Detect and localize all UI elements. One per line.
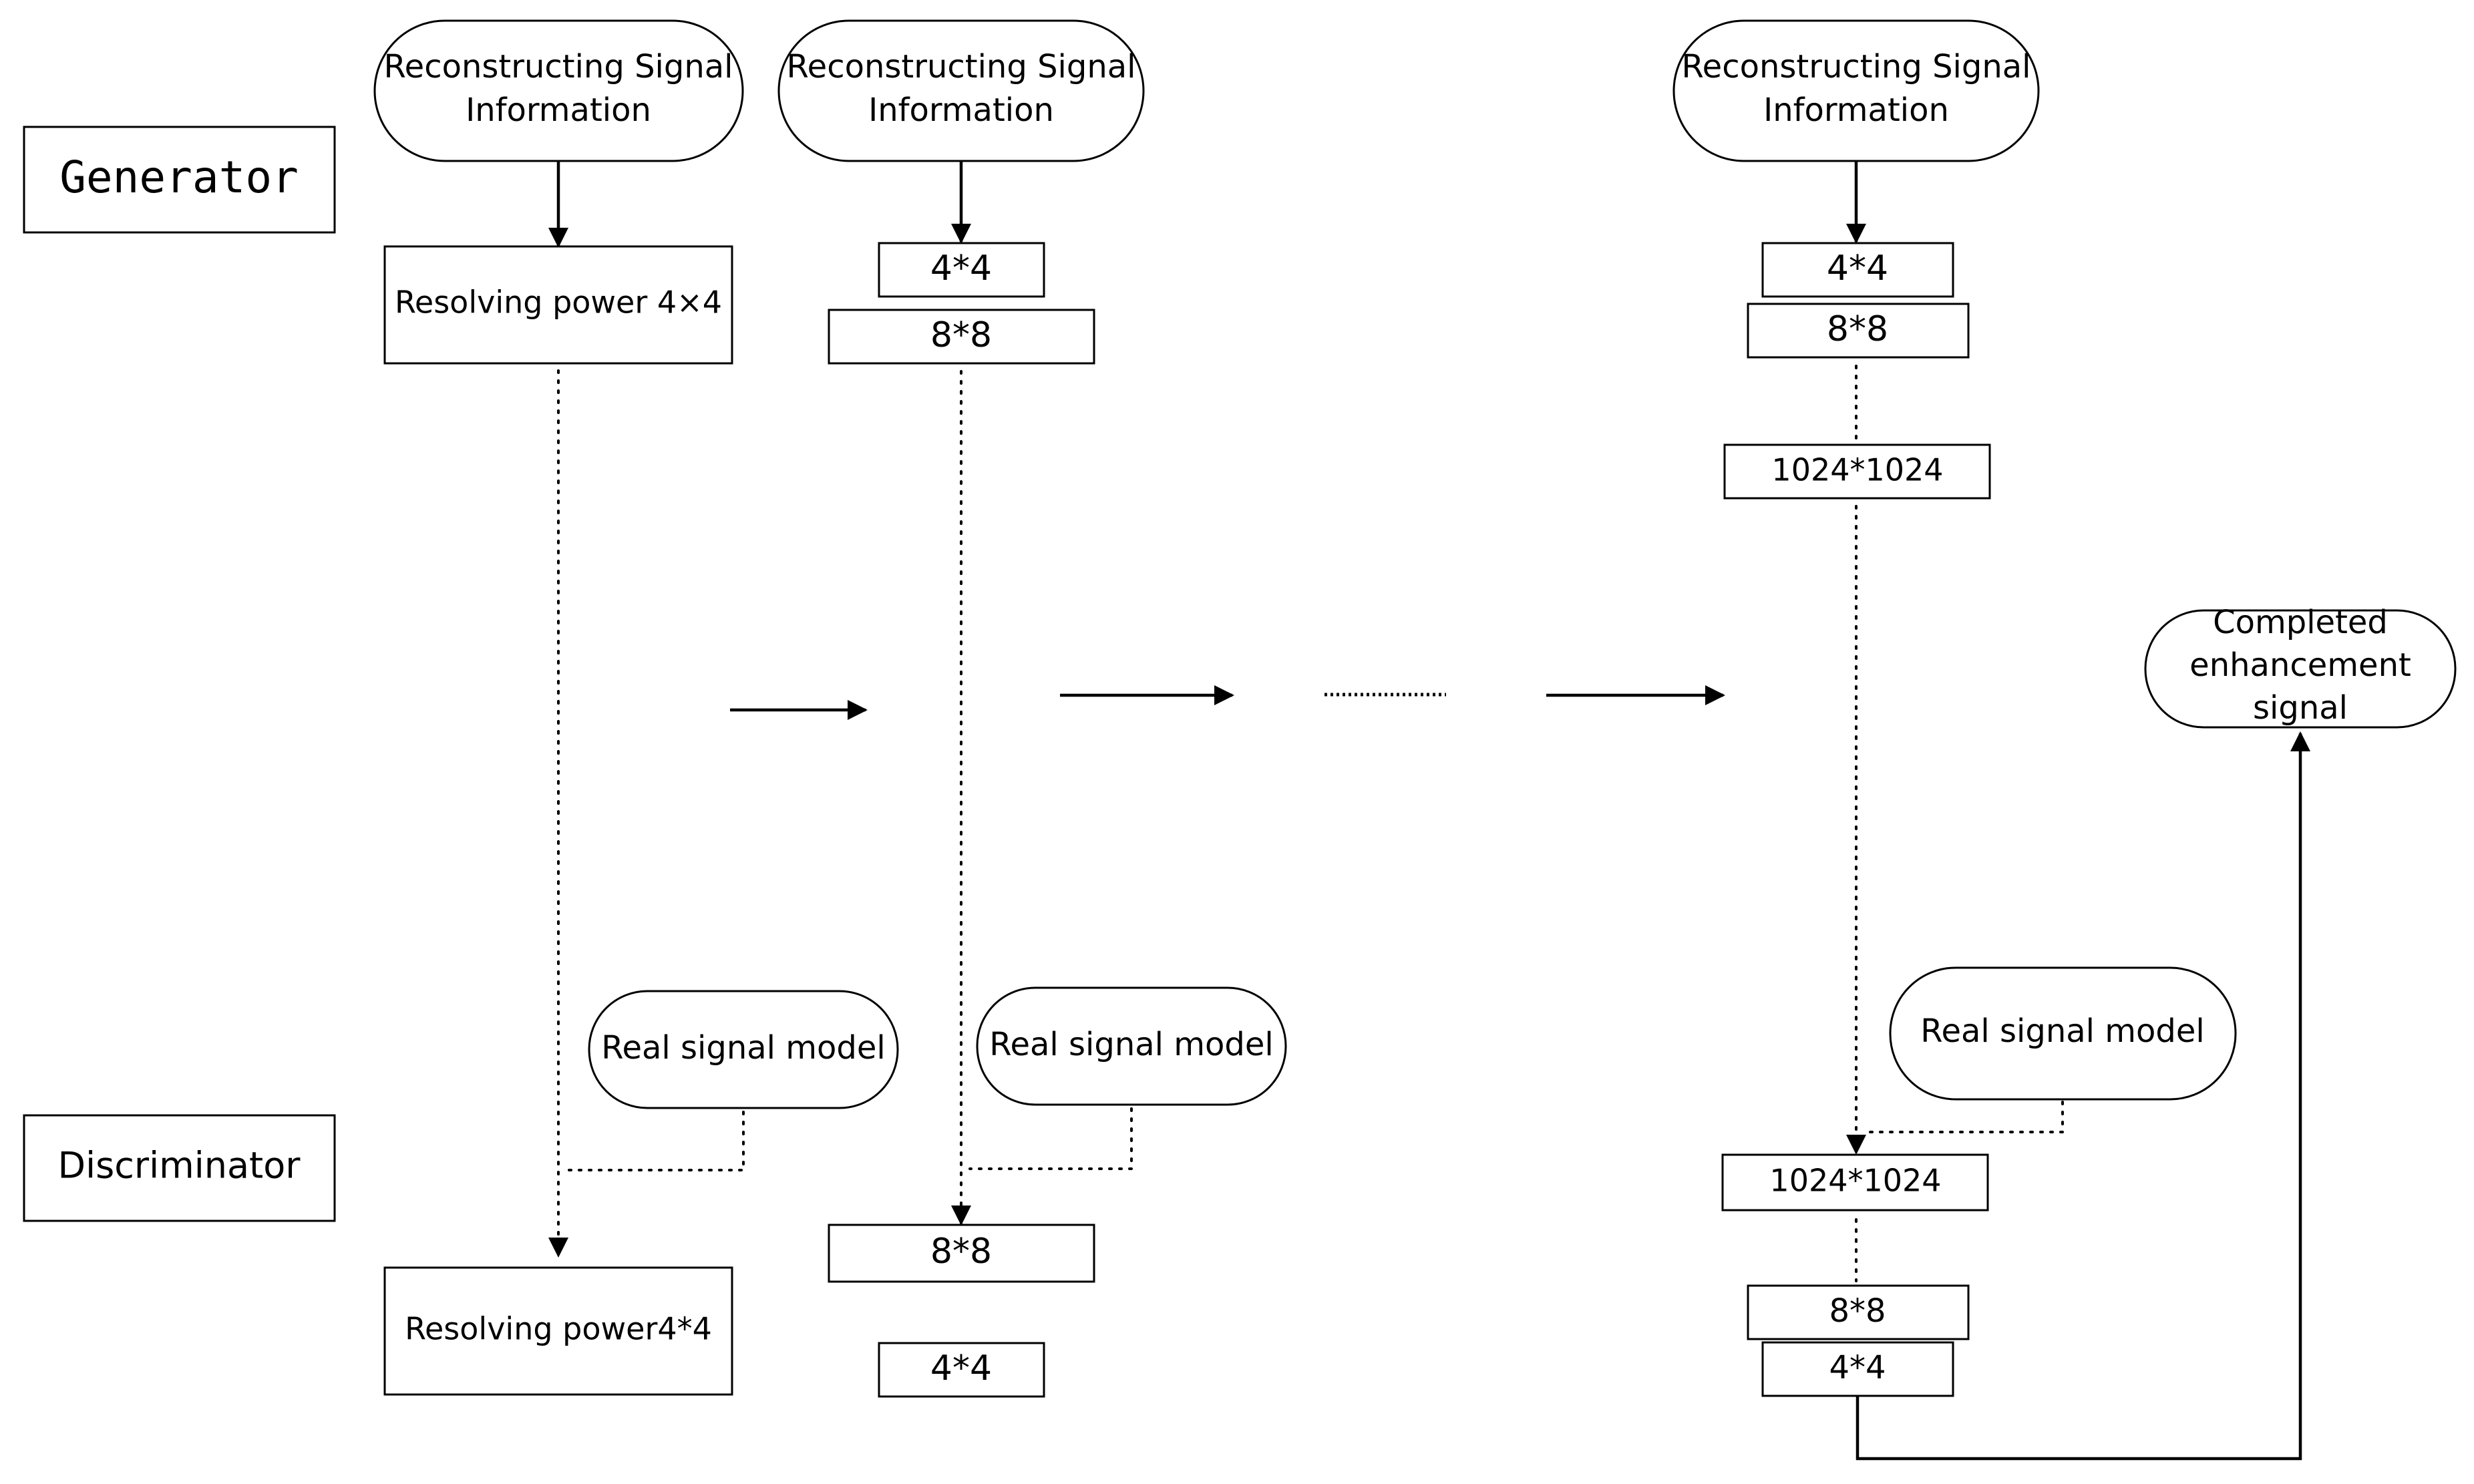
stage2-real-signal-model: Real signal model: [976, 986, 1287, 1106]
stage3-generator-block-8x8: 8*8: [1747, 303, 1970, 359]
stage3-discriminator-4x4-label: 4*4: [1829, 1349, 1886, 1386]
stage2-input-line1: Reconstructing Signal: [786, 48, 1135, 85]
stage1-discriminator-block: Resolving power4*4: [383, 1266, 733, 1396]
stage1-input-node: Reconstructing Signal Information: [373, 19, 744, 162]
stage2-discriminator-8x8-label: 8*8: [930, 1232, 992, 1272]
stage3-generator-8x8-label: 8*8: [1827, 309, 1888, 349]
discriminator-label-box: Discriminator: [23, 1114, 336, 1222]
stage3-generator-1024-label: 1024*1024: [1771, 452, 1943, 488]
output-line1: Completed: [2213, 604, 2388, 641]
stage1-input-line1: Reconstructing Signal: [383, 48, 733, 85]
stage3-real-signal-connector: [1864, 1101, 2064, 1133]
output-line3: signal: [2253, 689, 2348, 727]
stage3-discriminator-block-8x8: 8*8: [1747, 1284, 1970, 1340]
stage2-input-node: Reconstructing Signal Information: [777, 19, 1145, 162]
stage3-real-signal-label: Real signal model: [1920, 1012, 2204, 1050]
stage2-real-signal-label: Real signal model: [989, 1026, 1273, 1063]
stage3-discriminator-1024-label: 1024*1024: [1769, 1163, 1941, 1199]
stage3-discriminator-8x8-label: 8*8: [1829, 1292, 1886, 1330]
stage3-discriminator-block-1024: 1024*1024: [1721, 1153, 1989, 1212]
stage3-real-signal-model: Real signal model: [1889, 966, 2237, 1101]
stage3-generator-block-4x4: 4*4: [1761, 242, 1954, 298]
stage2-generator-block-4x4: 4*4: [878, 242, 1045, 298]
stage1-input-line2: Information: [466, 91, 651, 129]
stage3-input-line1: Reconstructing Signal: [1681, 48, 2030, 85]
discriminator-label: Discriminator: [58, 1145, 301, 1187]
stage3-discriminator-block-4x4: 4*4: [1761, 1341, 1954, 1397]
stage1-generator-block: Resolving power 4×4: [383, 245, 733, 365]
stage1-discriminator-label: Resolving power4*4: [405, 1311, 712, 1347]
generator-label-box: Generator: [23, 126, 336, 234]
stage1-generator-label: Resolving power 4×4: [395, 285, 722, 321]
generator-label: Generator: [59, 152, 299, 203]
stage2-discriminator-block-8x8: 8*8: [828, 1224, 1095, 1283]
stage1-real-signal-model: Real signal model: [588, 990, 899, 1109]
stage2-real-signal-connector: [968, 1107, 1133, 1170]
stage2-generator-8x8-label: 8*8: [930, 315, 992, 355]
stage3-generator-block-1024: 1024*1024: [1723, 443, 1991, 500]
stage1-real-signal-label: Real signal model: [601, 1029, 885, 1067]
stage3-generator-4x4-label: 4*4: [1827, 248, 1888, 289]
stage2-input-line2: Information: [868, 91, 1054, 129]
output-arrow: [1856, 731, 2310, 1461]
stage2-discriminator-block-4x4: 4*4: [878, 1342, 1045, 1398]
stage2-discriminator-4x4-label: 4*4: [930, 1348, 992, 1388]
stage2-generator-block-8x8: 8*8: [828, 309, 1095, 365]
stage2-generator-4x4-label: 4*4: [930, 248, 992, 289]
stage3-input-line2: Information: [1763, 91, 1949, 129]
stage1-real-signal-connector: [566, 1111, 745, 1171]
stage3-input-node: Reconstructing Signal Information: [1672, 19, 2040, 162]
output-node: Completed enhancement signal: [2144, 604, 2457, 729]
output-line2: enhancement: [2189, 646, 2411, 684]
